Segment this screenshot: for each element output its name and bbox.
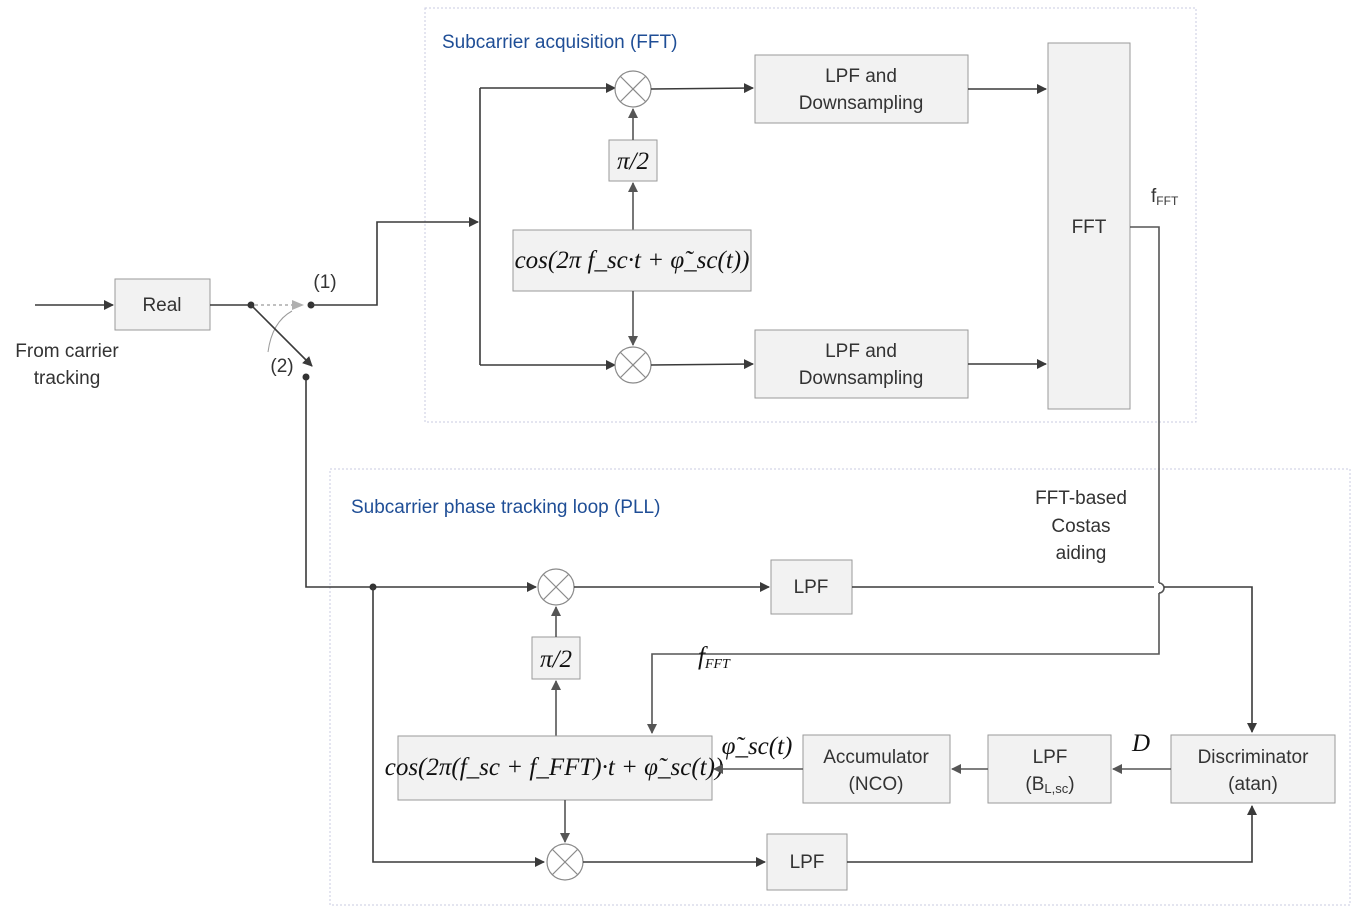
discriminator-block (1170, 734, 1336, 804)
pll-lower-mixer (546, 843, 584, 881)
switch-pos1-label: (1) (313, 272, 336, 293)
acq-lpf-top-line2: Downsampling (799, 93, 924, 114)
discriminator-line2: (atan) (1228, 774, 1278, 795)
path2-wire (305, 380, 537, 592)
pll-phase-shift-label: π/2 (540, 646, 572, 673)
phase-estimate-label: φ̃_sc(t) (722, 733, 793, 760)
loop-lpf-line2: (BL,sc) (1025, 774, 1074, 796)
discriminator-line1: Discriminator (1198, 747, 1310, 768)
pll-region (329, 468, 1351, 906)
pll-title: Subcarrier phase tracking loop (PLL) (351, 497, 660, 518)
fft-output-wire-hop (1158, 582, 1165, 594)
fft-output-wire-upper (1130, 226, 1160, 583)
loop-lpf-block (987, 734, 1112, 804)
discriminator-output-label: D (1131, 730, 1150, 757)
fft-aiding-wire (647, 593, 1160, 734)
switch-contact-2 (302, 373, 310, 381)
pll-upper-mixer (537, 568, 575, 606)
switch-pos2-label: (2) (270, 356, 293, 377)
acq-lpf-top-line1: LPF and (825, 66, 897, 87)
fft-block (1047, 42, 1131, 410)
acq-top-mixer-to-lpf (650, 83, 754, 94)
acq-top-mixer (614, 70, 652, 108)
acq-bottom-mixer-to-lpf (650, 359, 754, 370)
acq-lpf-bottom-line2: Downsampling (799, 368, 924, 389)
upper-lpf-to-discriminator (1164, 586, 1257, 733)
pll-upper-lpf-label: LPF (794, 577, 829, 598)
acquisition-region (424, 7, 1197, 423)
path1-wire (311, 217, 479, 306)
accumulator-line2: (NCO) (849, 774, 904, 795)
pll-lower-lpf-label: LPF (790, 852, 825, 873)
lower-lpf-to-discriminator (847, 805, 1257, 863)
pll-oscillator-block (397, 735, 713, 801)
pll-lower-branch-wire (372, 587, 545, 867)
real-block-label: Real (142, 295, 181, 316)
switch-blade (250, 304, 313, 367)
f-fft-label: fFFT (698, 643, 731, 672)
switch-motion-arc (267, 310, 293, 353)
acquisition-title: Subcarrier acquisition (FFT) (442, 32, 677, 53)
pll-phase-shift-block (531, 636, 581, 680)
accumulator-block (802, 734, 951, 804)
pll-upper-lpf-block (770, 559, 853, 615)
acq-oscillator-label: cos(2π f_sc·t + φ̃_sc(t)) (515, 247, 750, 274)
costas-label-line1: FFT-based (1035, 488, 1127, 509)
acq-bottom-mixer (614, 346, 652, 384)
pll-oscillator-label: cos(2π(f_sc + f_FFT)·t + φ̃_sc(t)) (385, 754, 724, 781)
pll-lower-lpf-block (766, 833, 848, 891)
acq-lpf-bottom-line1: LPF and (825, 341, 897, 362)
costas-label-line3: aiding (1056, 543, 1107, 564)
acq-oscillator-block (512, 229, 752, 292)
costas-label-line2: Costas (1051, 516, 1110, 537)
fft-output-label: fFFT (1151, 186, 1179, 208)
loop-lpf-line1: LPF (1033, 747, 1068, 768)
acq-phase-shift-label: π/2 (617, 148, 649, 175)
real-block (114, 278, 211, 331)
source-label-line1: From carrier (15, 341, 119, 362)
acq-phase-shift-block (608, 139, 658, 182)
acq-lpf-top-block (754, 54, 969, 124)
fft-block-label: FFT (1072, 217, 1107, 238)
accumulator-line1: Accumulator (823, 747, 929, 768)
source-label-line2: tracking (34, 368, 101, 389)
